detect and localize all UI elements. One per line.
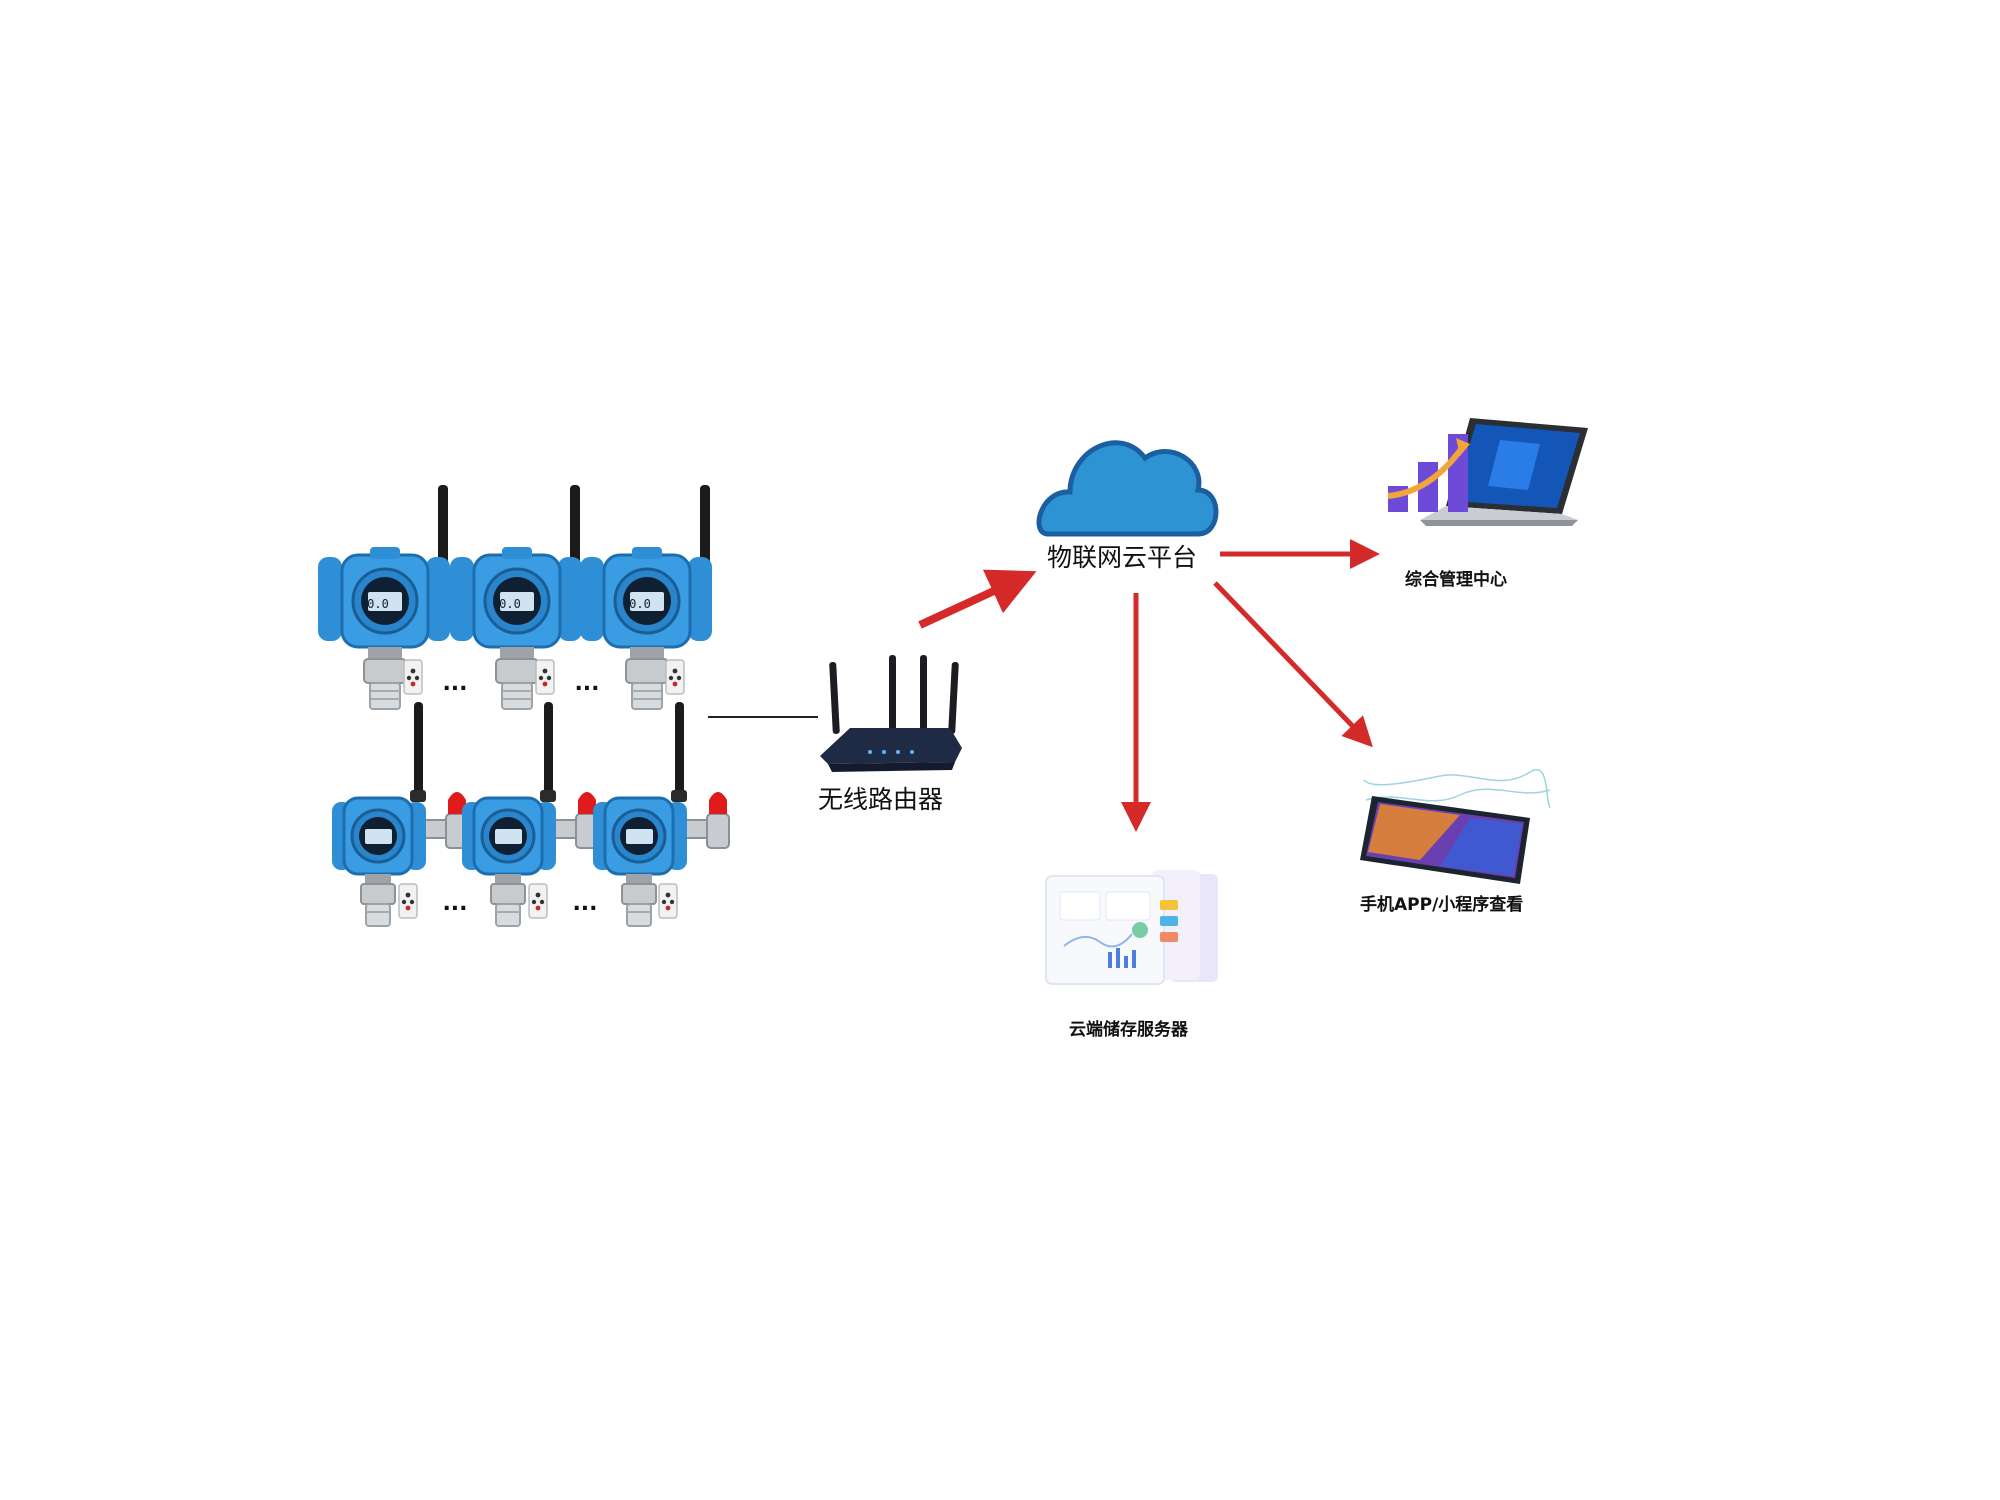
dashboard-server-icon	[1045, 870, 1218, 985]
remote-control-icon	[658, 883, 678, 919]
remote-control-icon	[528, 883, 548, 919]
detector-display: 0.0	[367, 597, 389, 611]
cloud-storage-label: 云端储存服务器	[1069, 1020, 1188, 1040]
router-icon	[820, 655, 962, 772]
mobile-app-label: 手机APP/小程序查看	[1360, 895, 1524, 915]
remote-control-icon	[665, 659, 685, 695]
cloud-platform-label: 物联网云平台	[1047, 543, 1198, 572]
ellipsis: ...	[574, 671, 599, 696]
cloud-icon	[1036, 440, 1219, 537]
management-center-label: 综合管理中心	[1405, 570, 1507, 590]
detector-group-bottom: ... ...	[330, 700, 731, 928]
remote-control-icon	[398, 883, 418, 919]
detector-display: 0.0	[629, 597, 651, 611]
ellipsis: ...	[572, 891, 597, 916]
phone-icon	[1360, 769, 1551, 884]
laptop-icon	[1387, 418, 1588, 526]
remote-control-icon	[403, 659, 423, 695]
router-label: 无线路由器	[818, 785, 944, 814]
arrow-router-to-cloud	[918, 569, 1037, 629]
detector-display: 0.0	[499, 597, 521, 611]
arrow-cloud-to-mobile	[1213, 581, 1373, 748]
remote-control-icon	[535, 659, 555, 695]
ellipsis: ...	[442, 891, 467, 916]
ellipsis: ...	[442, 671, 467, 696]
detector-group-top: 0.0 0.0 0.0 ... ...	[316, 483, 714, 711]
arrows	[918, 539, 1380, 832]
